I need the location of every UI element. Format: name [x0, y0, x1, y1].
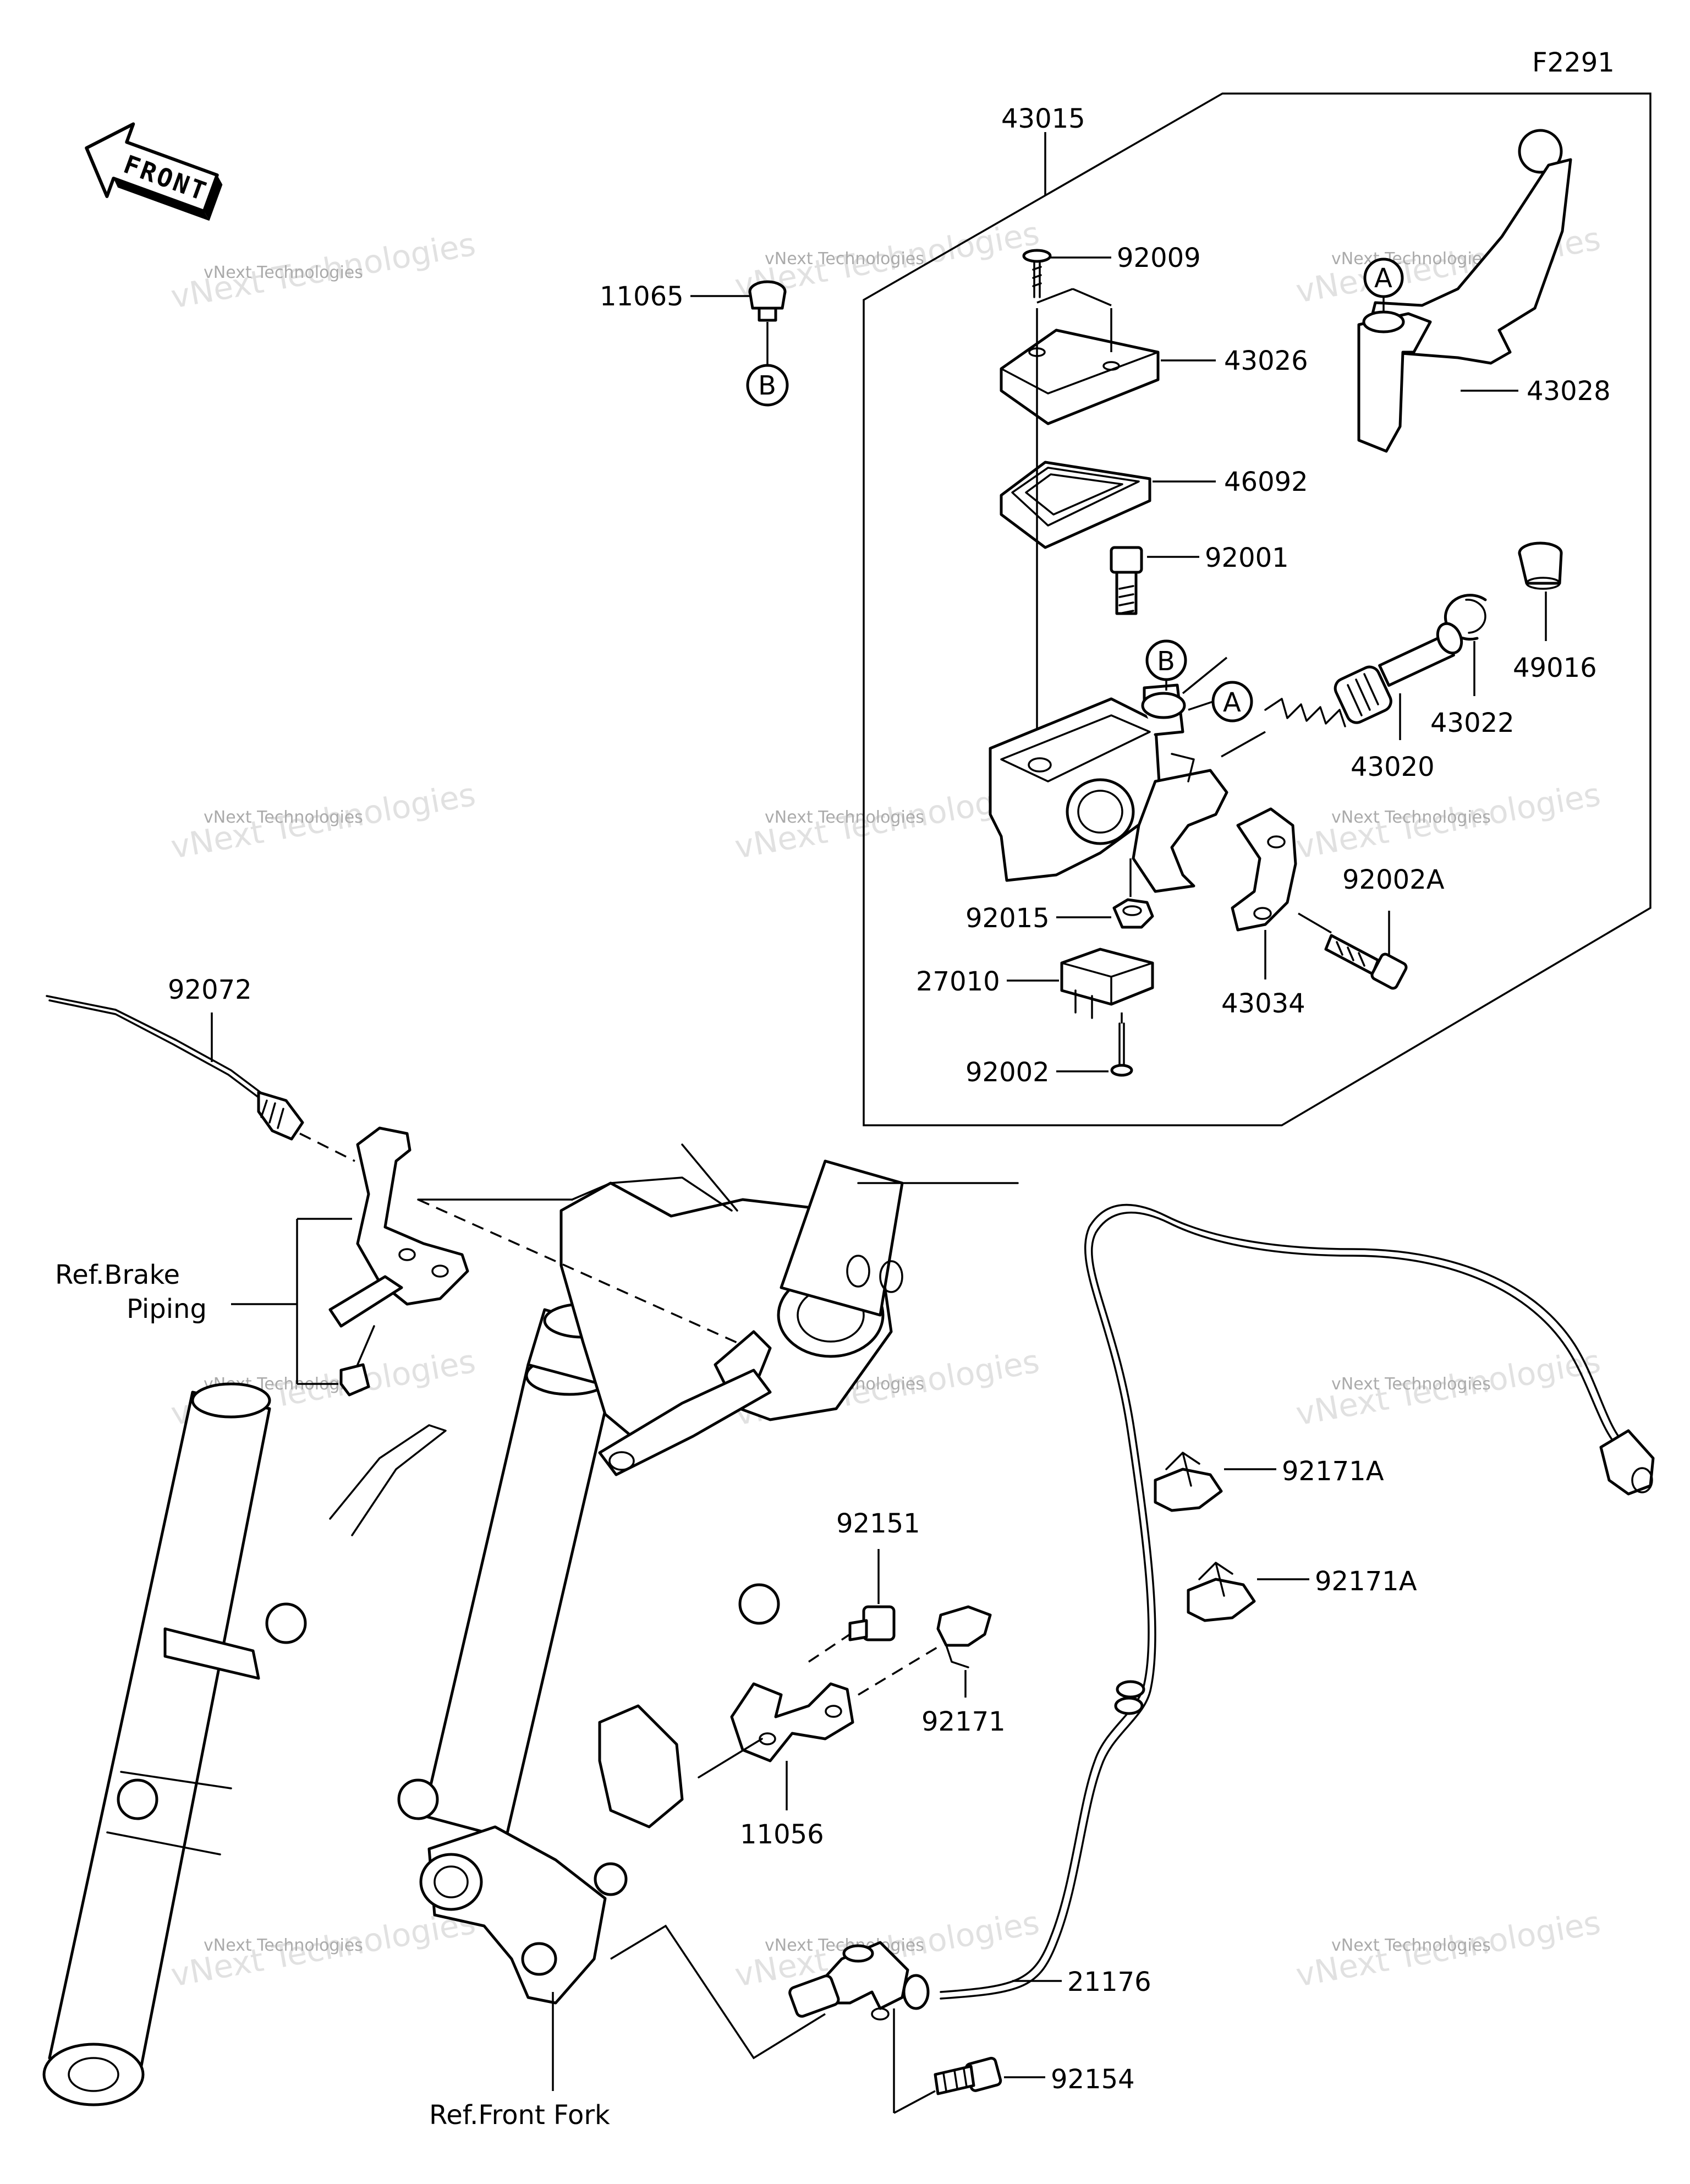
watermark-text: vNext Technologies	[765, 808, 924, 827]
part-number-92154: 92154	[1051, 2064, 1135, 2095]
part-number-21176: 21176	[1067, 1967, 1151, 1997]
reservoir-cap-43026	[1000, 329, 1160, 425]
part-number-92171: 92171	[921, 1706, 1006, 1737]
boot-49016	[1518, 541, 1563, 590]
callout-b-circle	[746, 364, 789, 407]
watermark-text: vNext Technologies	[168, 225, 479, 315]
leader-line	[1072, 288, 1112, 306]
pivot-bolt-92001	[1110, 546, 1143, 615]
watermark-text: vNext Technologies	[1331, 1375, 1491, 1394]
watermark-text: vNext Technologies	[1331, 249, 1491, 269]
master-cylinder-body	[989, 683, 1228, 893]
part-number-92171a-upper: 92171A	[1282, 1456, 1384, 1487]
assembly-line	[698, 1738, 763, 1778]
speed-sensor-92072	[46, 995, 355, 1162]
front-arrow-icon: FRONT	[85, 122, 223, 221]
callout-a-circle	[1363, 258, 1404, 298]
ref-brake-piping-line2: Piping	[127, 1294, 207, 1324]
part-number-43022: 43022	[1430, 708, 1515, 738]
leader-line	[1298, 912, 1332, 934]
part-number-43026: 43026	[1224, 346, 1308, 376]
assembly-box-43015	[863, 92, 1651, 1126]
screw-92009	[1022, 249, 1052, 298]
part-number-49016: 49016	[1513, 653, 1597, 683]
brake-piping-bracket	[328, 1126, 469, 1397]
callout-b-label: B	[1157, 646, 1175, 677]
watermark-text: vNext Technologies	[1331, 808, 1491, 827]
part-number-92072: 92072	[168, 975, 252, 1005]
abs-sensor-21176	[788, 1203, 1655, 2021]
leader-line	[1221, 731, 1266, 758]
clip-92171	[936, 1605, 992, 1668]
part-number-43015: 43015	[1001, 103, 1085, 134]
part-number-92151: 92151	[836, 1508, 920, 1539]
watermark-text: vNext Technologies	[1293, 775, 1604, 866]
part-number-92009: 92009	[1117, 243, 1201, 273]
watermark-text: vNext Technologies	[204, 1936, 363, 1955]
brake-switch-27010	[1060, 948, 1154, 1019]
assembly-line	[808, 1633, 851, 1663]
watermark-text: vNext Technologies	[168, 775, 479, 866]
part-number-92015: 92015	[965, 903, 1050, 934]
assembly-line	[858, 1644, 941, 1696]
screw-92002	[1110, 1022, 1133, 1077]
ref-front-fork: Ref.Front Fork	[429, 2100, 610, 2131]
watermark-text: vNext Technologies	[765, 249, 924, 269]
leader-line	[1036, 288, 1073, 304]
part-number-92001: 92001	[1205, 543, 1289, 573]
front-fork	[42, 1143, 1019, 2106]
watermark-text: vNext Technologies	[168, 1903, 479, 1994]
plug-11065	[748, 280, 787, 322]
watermark-text: vNext Technologies	[204, 808, 363, 827]
figure-code: F2291	[1532, 47, 1615, 78]
watermark-text: vNext Technologies	[1293, 1342, 1604, 1432]
watermark-text: vNext Technologies	[1293, 1903, 1604, 1994]
piston-kit-43020	[1264, 622, 1463, 727]
part-number-43028: 46092	[1224, 467, 1308, 497]
callout-b-label: B	[758, 370, 776, 401]
watermark-text: vNext Technologies	[1331, 1936, 1491, 1955]
part-number-92171a-lower: 92171A	[1315, 1566, 1417, 1597]
part-number-43034: 43034	[1221, 988, 1305, 1019]
part-number-43020: 43020	[1351, 752, 1435, 782]
sensor-bracket-11056	[730, 1682, 854, 1762]
watermark-group: vNext Technologies vNext Technologies vN…	[168, 214, 1604, 1994]
callout-a-label: A	[1374, 263, 1392, 294]
clamp-43034	[1231, 807, 1297, 932]
clip-92171a-upper	[1154, 1452, 1223, 1512]
bolt-92154	[934, 2056, 1002, 2095]
brake-lever-46092	[1357, 129, 1572, 453]
part-number-11065: 11065	[600, 281, 684, 312]
bolt-92151	[848, 1605, 896, 1641]
clip-92171a-lower	[1187, 1562, 1256, 1622]
callout-a-label: A	[1223, 687, 1241, 718]
leader-line	[893, 2090, 936, 2114]
leader-line	[610, 1924, 826, 2060]
diaphragm-43028	[1000, 461, 1151, 549]
bolt-92002a	[1324, 934, 1408, 990]
watermark-text: vNext Technologies	[204, 263, 363, 282]
nut-92015	[1112, 898, 1154, 929]
leader-line	[1182, 656, 1228, 694]
part-number-27010: 27010	[916, 966, 1000, 997]
leader-line	[1188, 700, 1214, 711]
part-number-11056: 11056	[740, 1819, 824, 1850]
ref-brake-piping-line1: Ref.Brake	[55, 1260, 180, 1290]
part-number-92002a: 92002A	[1342, 864, 1445, 895]
part-number-92002: 92002	[965, 1057, 1050, 1088]
part-number-46092: 43028	[1527, 376, 1611, 407]
